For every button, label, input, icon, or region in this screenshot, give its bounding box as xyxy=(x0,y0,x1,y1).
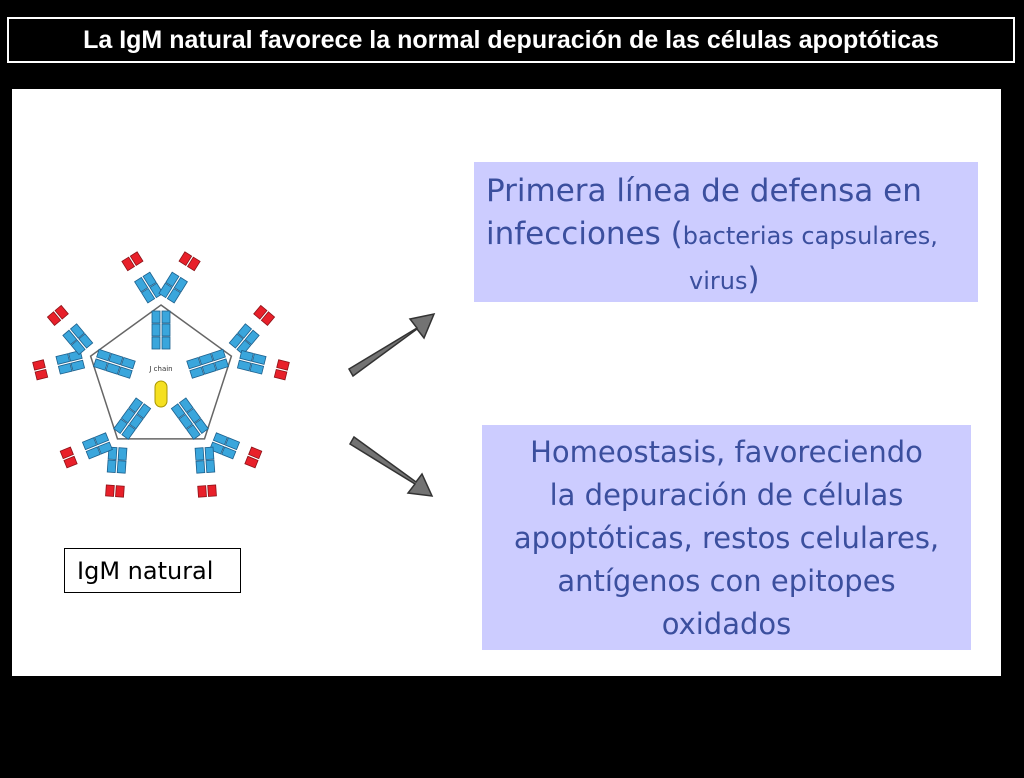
arrow-up-icon xyxy=(347,312,436,378)
content-panel: J chain Primera línea de defensa en infe… xyxy=(12,89,1001,676)
slide-title: La IgM natural favorece la normal depura… xyxy=(83,25,939,54)
box-top-line2: infecciones (bacterias capsulares, xyxy=(486,213,978,258)
box-top-line2-big: infecciones ( xyxy=(486,216,683,252)
box-top-line3: virus) xyxy=(486,258,978,304)
box-bottom-line: la depuración de células xyxy=(549,478,904,512)
igm-diagram: J chain xyxy=(32,251,436,498)
igm-monomer xyxy=(59,397,152,498)
box-top-line3-small: virus xyxy=(689,267,748,295)
box-bottom-line: oxidados xyxy=(661,607,792,641)
box-top-line3-big: ) xyxy=(747,261,760,297)
box-bottom-line: apoptóticas, restos celulares, xyxy=(513,521,940,555)
igm-label: IgM natural xyxy=(77,556,214,585)
box-bottom-line: Homeostasis, favoreciendo xyxy=(530,435,923,469)
igm-label-box: IgM natural xyxy=(64,548,241,593)
igm-monomer xyxy=(32,304,136,381)
igm-pentamer-icon: J chain xyxy=(32,251,290,498)
homeostasis-box: Homeostasis, favoreciendo la depuración … xyxy=(482,425,971,650)
first-line-defense-box: Primera línea de defensa en infecciones … xyxy=(474,162,978,302)
box-top-line2-small: bacterias capsulares, xyxy=(682,222,938,250)
igm-monomer xyxy=(186,304,290,381)
igm-monomer xyxy=(170,397,263,498)
igm-monomer xyxy=(121,251,201,350)
box-top-line1: Primera línea de defensa en xyxy=(486,173,922,209)
box-bottom-line: antígenos con epitopes xyxy=(557,564,896,598)
arrow-down-icon xyxy=(348,435,434,497)
title-bar: La IgM natural favorece la normal depura… xyxy=(7,17,1015,63)
j-chain-icon xyxy=(154,380,168,408)
j-chain-label: J chain xyxy=(148,365,172,373)
